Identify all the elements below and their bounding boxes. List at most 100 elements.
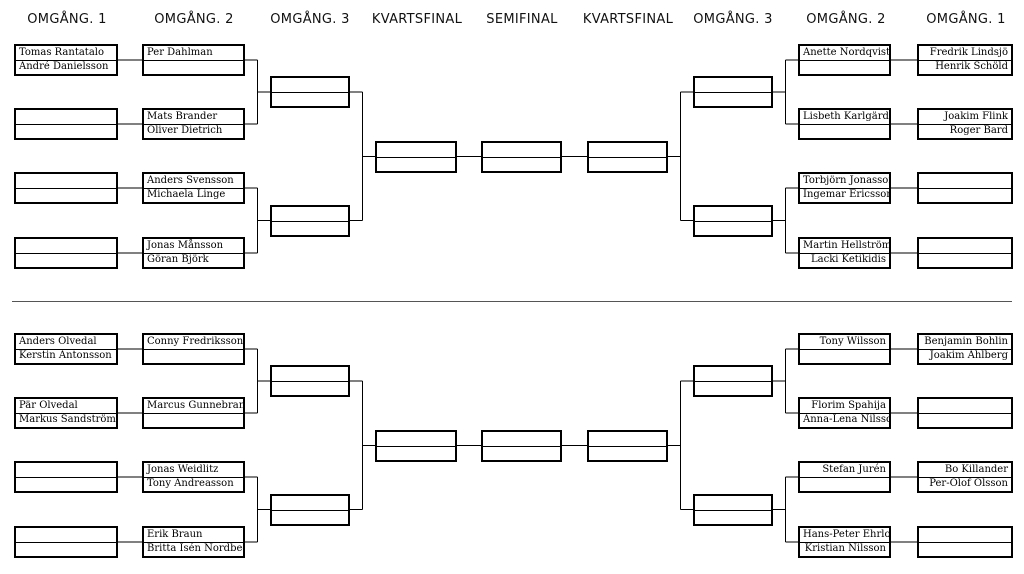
bottom-right-round-3-match-2 [693,493,773,526]
player-slot-2 [144,349,243,363]
player-slot-1: Anette Nordqvist [803,47,889,58]
player-slot-1: Benjamin Bohlin [924,336,1008,347]
player-slot-1: Stefan Jurén [822,464,886,475]
match-divider [695,509,771,511]
player-slot-2 [919,188,1011,202]
bottom-right-round-2-match-4: Hans-Peter EhrlowKristian Nilsson [798,526,891,558]
match-divider [377,445,455,447]
player-slot-1 [695,367,771,381]
match-divider [144,542,243,543]
top-left-round-3-match-1 [270,76,350,108]
header-left-round-1: OMGÅNG. 1 [27,12,107,27]
match-divider [800,542,889,543]
match-divider [16,542,116,543]
match-divider [919,413,1011,414]
player-slot-2: Markus Sandström [19,414,116,425]
player-slot-2: Ingemar Ericsson [803,189,889,200]
match-divider [16,349,116,350]
match-divider [483,156,560,158]
player-slot-2 [377,157,455,171]
match-divider [800,413,889,414]
match-divider [800,349,889,350]
player-slot-1 [483,143,560,157]
bottom-left-round-2-match-1: Conny Fredriksson [142,333,245,365]
player-slot-2: Oliver Dietrich [147,125,223,136]
player-slot-2 [16,542,116,556]
match-divider [16,188,116,189]
top-left-quarterfinal-match-1 [375,140,457,173]
top-right-quarterfinal-match-1 [587,140,668,173]
player-slot-1 [16,110,116,124]
top-right-round-2-match-1: Anette Nordqvist [798,44,891,76]
match-divider [16,60,116,61]
match-divider [919,253,1011,254]
bottom-left-round-3-match-2 [270,493,350,526]
player-slot-2 [16,188,116,202]
player-slot-1 [377,143,455,157]
match-divider [919,542,1011,543]
player-slot-2 [695,510,771,524]
top-right-round-1-match-3 [917,172,1013,204]
match-divider [800,188,889,189]
player-slot-1 [16,174,116,188]
player-slot-2: Kristian Nilsson [804,543,886,554]
player-slot-1: Erik Braun [147,529,203,540]
header-right-round-3: OMGÅNG. 3 [693,12,773,27]
player-slot-2 [800,349,889,363]
player-slot-1: Florim Spahija [811,400,886,411]
player-slot-1: Pär Olvedal [19,400,78,411]
player-slot-1 [272,78,348,92]
player-slot-2 [377,446,455,460]
player-slot-1: Joakim Flink [944,111,1008,122]
bottom-right-round-3-match-1 [693,365,773,397]
match-divider [272,509,348,511]
player-slot-1: Anders Svensson [147,175,234,186]
bottom-left-round-3-match-1 [270,365,350,397]
header-left-round-3: OMGÅNG. 3 [270,12,350,27]
player-slot-1: Anders Olvedal [19,336,97,347]
match-divider [800,60,889,61]
top-right-round-3-match-2 [693,204,773,237]
match-divider [144,349,243,350]
match-divider [695,381,771,382]
top-left-round-3-match-2 [270,204,350,237]
player-slot-1 [589,432,666,446]
player-slot-2 [272,381,348,395]
player-slot-2 [272,510,348,524]
player-slot-2 [695,221,771,235]
player-slot-1 [272,367,348,381]
match-divider [589,156,666,158]
player-slot-1: Torbjörn Jonasson [803,175,889,186]
player-slot-2 [272,92,348,106]
player-slot-2 [589,157,666,171]
match-divider [695,220,771,222]
match-divider [272,220,348,222]
player-slot-1 [272,207,348,221]
player-slot-1: Bo Killander [944,464,1008,475]
player-slot-1 [919,239,1011,253]
header-left-quarterfinal: KVARTSFINAL [371,12,463,27]
match-divider [377,156,455,158]
player-slot-1: Tomas Rantatalo [19,47,105,58]
player-slot-2: André Danielsson [19,61,109,72]
player-slot-1 [16,528,116,542]
match-divider [919,188,1011,189]
header-left-round-2: OMGÅNG. 2 [154,12,234,27]
player-slot-2 [483,157,560,171]
player-slot-1: Mats Brander [147,111,218,122]
player-slot-1: Lisbeth Karlgärd [803,111,889,122]
header-right-round-2: OMGÅNG. 2 [806,12,886,27]
match-divider [919,60,1011,61]
match-divider [144,413,243,414]
match-divider [144,253,243,254]
bottom-right-round-2-match-1: Tony Wilsson [798,333,891,365]
header-right-quarterfinal: KVARTSFINAL [582,12,674,27]
